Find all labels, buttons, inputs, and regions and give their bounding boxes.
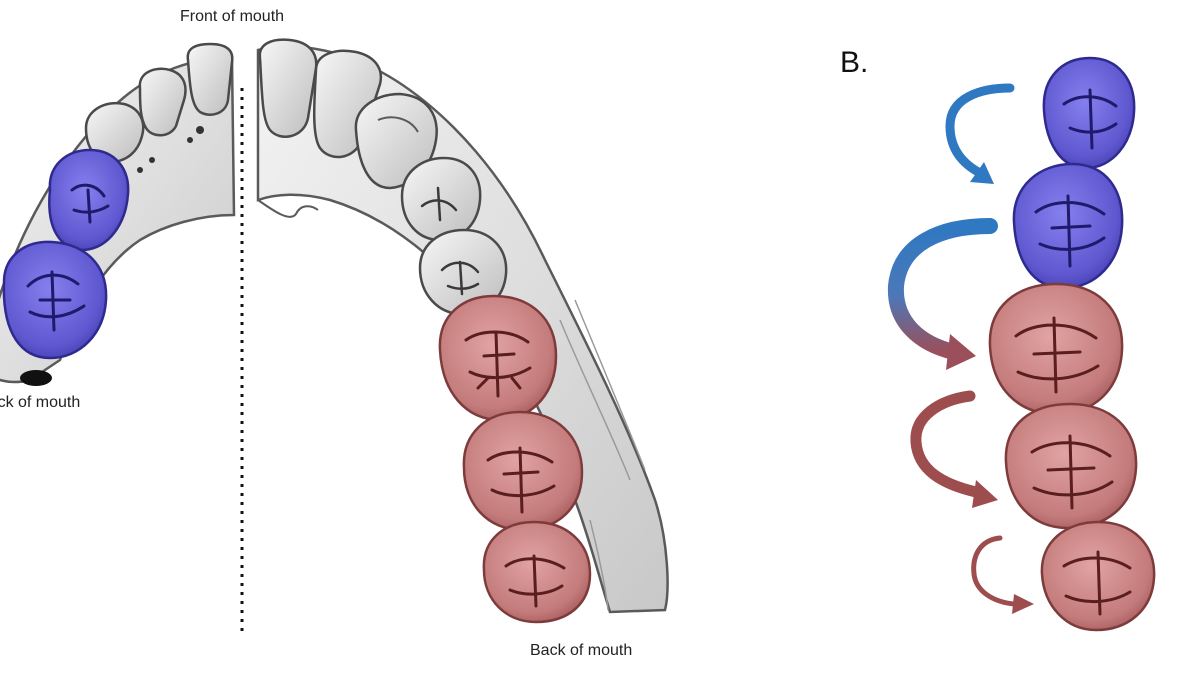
right-molar-1-fissure bbox=[464, 330, 532, 398]
front-of-mouth-label: Front of mouth bbox=[180, 8, 285, 25]
panel-b-molar-1-fissure bbox=[1014, 316, 1100, 394]
right-premolar-2 bbox=[418, 228, 508, 316]
curved-arrow-icon bbox=[887, 218, 998, 360]
right-molar-2-fissure bbox=[486, 446, 556, 514]
curved-arrow-head-3 bbox=[972, 480, 998, 508]
panel-b-premolar-1-fissure bbox=[1062, 88, 1118, 150]
left-premolar-1-fissure bbox=[70, 183, 110, 224]
panel-b-premolar-1 bbox=[1042, 56, 1136, 170]
panel-b-molar-2-fissure bbox=[1030, 434, 1114, 510]
right-canine-ridge bbox=[377, 116, 419, 133]
back-of-mouth-right-label: Back of mouth bbox=[530, 642, 633, 659]
left-premolar-2-fissure bbox=[26, 270, 86, 332]
right-arch-half bbox=[256, 38, 669, 624]
panel-b-tooth-row bbox=[988, 56, 1156, 632]
curved-arrow-head-4 bbox=[1012, 594, 1034, 614]
panel-b-premolar-2-fissure bbox=[1034, 194, 1106, 268]
right-molar-2 bbox=[462, 410, 584, 532]
curved-arrow-icon bbox=[971, 535, 1017, 607]
right-canine bbox=[354, 92, 438, 190]
left-dark-foramen bbox=[20, 370, 52, 386]
right-molar-3-fissure bbox=[504, 554, 566, 608]
curved-arrow-icon bbox=[945, 83, 1015, 179]
right-premolar-2-fissure bbox=[440, 260, 480, 296]
right-molar-3 bbox=[482, 520, 592, 624]
left-foramen-4 bbox=[137, 167, 143, 173]
right-premolar-1 bbox=[400, 156, 482, 242]
left-foramen-2 bbox=[187, 137, 193, 143]
left-foramen-1 bbox=[196, 126, 204, 134]
left-arch-half bbox=[0, 42, 236, 386]
panel-b-label: B. bbox=[840, 46, 869, 79]
right-premolar-1-fissure bbox=[420, 186, 458, 222]
panel-b-molar-3-fissure bbox=[1062, 550, 1132, 616]
right-incisor-1 bbox=[258, 38, 318, 138]
curved-arrow-head-1 bbox=[970, 162, 994, 184]
curved-arrow-icon bbox=[910, 390, 982, 498]
back-of-mouth-left-label: Back of mouth bbox=[0, 394, 81, 411]
panel-b-arrows bbox=[887, 83, 1034, 614]
right-bone-inner-notch bbox=[257, 199, 319, 218]
left-incisor-1 bbox=[186, 42, 234, 116]
curved-arrow-head-2 bbox=[946, 334, 976, 370]
left-foramen-3 bbox=[149, 157, 155, 163]
right-bone-shading bbox=[559, 299, 646, 611]
